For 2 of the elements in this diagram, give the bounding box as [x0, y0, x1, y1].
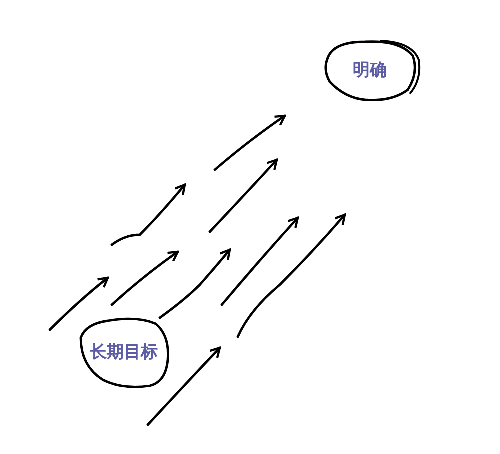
node-label: 明确: [352, 60, 388, 82]
node-label: 长期目标: [89, 342, 159, 364]
